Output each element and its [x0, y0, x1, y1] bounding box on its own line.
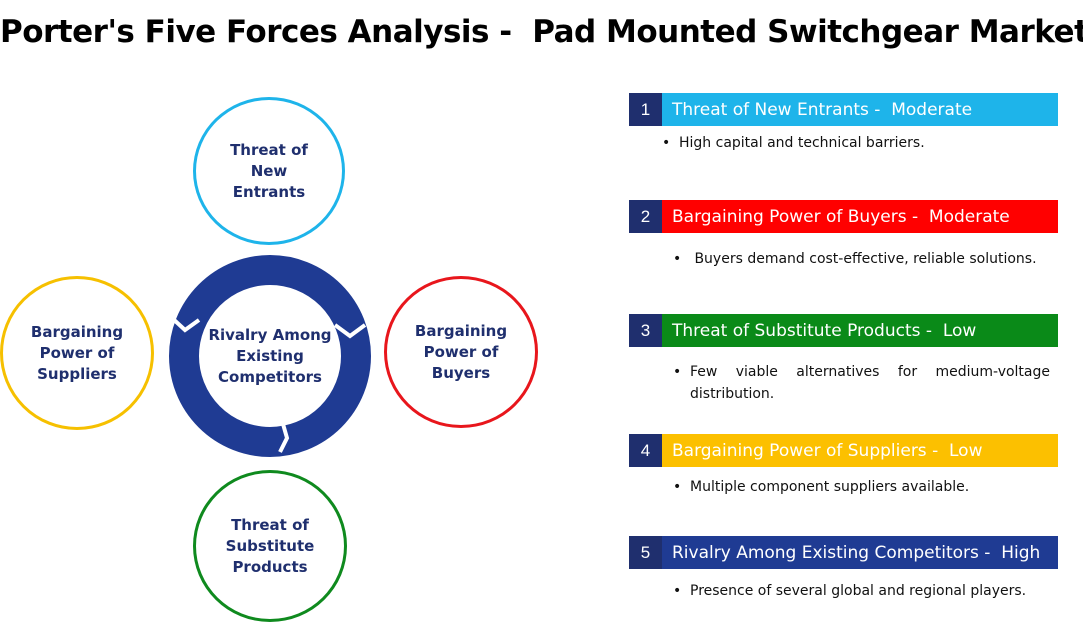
force-bullet-2: • Buyers demand cost-effective, reliable… [673, 248, 1050, 270]
rivalry-ring-body [169, 255, 371, 457]
circle-new-entrants: Threat of New Entrants [193, 97, 345, 245]
page-title: Porter's Five Forces Analysis - Pad Moun… [0, 14, 1083, 50]
force-number: 5 [629, 536, 662, 569]
bullet-text: Buyers demand cost-effective, reliable s… [690, 251, 1037, 267]
force-bullet-3: • Few viable alternatives for medium-vol… [673, 361, 1050, 405]
force-title-bar: Threat of Substitute Products - Low [662, 314, 1058, 347]
force-row-4: 4 Bargaining Power of Suppliers - Low [629, 434, 1058, 467]
force-bullet-1: • High capital and technical barriers. [662, 132, 1050, 154]
circle-new-entrants-label: Threat of New Entrants [230, 140, 308, 201]
ring-notch-bottom [278, 423, 290, 453]
force-row-3: 3 Threat of Substitute Products - Low [629, 314, 1058, 347]
force-row-1: 1 Threat of New Entrants - Moderate [629, 93, 1058, 126]
force-number: 2 [629, 200, 662, 233]
bullet-text: Few viable alternatives for medium-volta… [690, 364, 1050, 402]
circle-buyers-label: Bargaining Power of Buyers [414, 321, 508, 382]
force-number: 1 [629, 93, 662, 126]
circle-suppliers: Bargaining Power of Suppliers [0, 276, 154, 430]
force-title-bar: Threat of New Entrants - Moderate [662, 93, 1058, 126]
center-rivalry-label: Rivalry Among Existing Competitors [208, 326, 332, 386]
circle-buyers: Bargaining Power of Buyers [384, 276, 538, 428]
circle-substitutes-label: Threat of Substitute Products [225, 515, 315, 576]
ring-notch-left [170, 316, 201, 333]
force-bullet-5: • Presence of several global and regiona… [673, 580, 1050, 602]
force-number: 4 [629, 434, 662, 467]
ring-notch-right [333, 323, 367, 339]
force-title-bar: Bargaining Power of Buyers - Moderate [662, 200, 1058, 233]
bullet-text: High capital and technical barriers. [679, 135, 925, 151]
bullet-dot: • [673, 364, 682, 380]
bullet-dot: • [673, 479, 682, 495]
force-number: 3 [629, 314, 662, 347]
force-title-bar: Bargaining Power of Suppliers - Low [662, 434, 1058, 467]
bullet-text: Multiple component suppliers available. [690, 479, 970, 495]
force-row-5: 5 Rivalry Among Existing Competitors - H… [629, 536, 1058, 569]
force-row-2: 2 Bargaining Power of Buyers - Moderate [629, 200, 1058, 233]
force-title-bar: Rivalry Among Existing Competitors - Hig… [662, 536, 1058, 569]
force-bullet-4: • Multiple component suppliers available… [673, 476, 1050, 498]
bullet-dot: • [662, 135, 671, 151]
circle-substitutes: Threat of Substitute Products [193, 470, 347, 622]
circle-suppliers-label: Bargaining Power of Suppliers [30, 322, 124, 383]
bullet-dot: • [673, 583, 682, 599]
bullet-dot: • [673, 251, 682, 267]
bullet-text: Presence of several global and regional … [690, 583, 1027, 599]
